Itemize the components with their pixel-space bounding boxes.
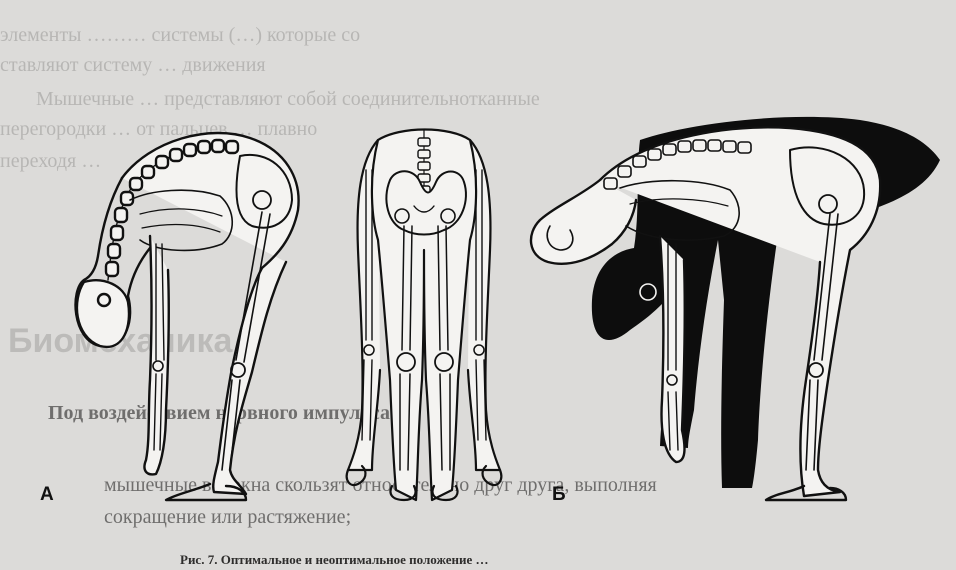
figure-label-a: А [40, 484, 54, 506]
figure-back-view [347, 130, 502, 501]
figure-label-b: Б [552, 484, 566, 506]
figure-b-forward-bend [531, 117, 940, 500]
figure-a-forward-bend [76, 133, 299, 500]
figure-caption: Рис. 7. Оптимальное и неоптимальное поло… [180, 552, 488, 568]
